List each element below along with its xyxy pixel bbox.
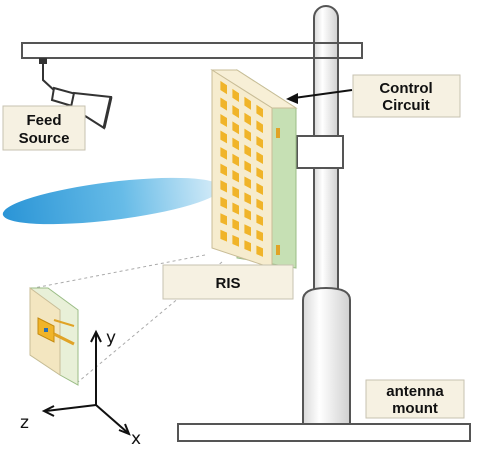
feed-horn-icon xyxy=(50,86,113,130)
ris-label: RIS xyxy=(162,264,294,300)
unit-cell-zoom xyxy=(29,287,79,386)
ris-unit-cell-patch xyxy=(232,186,239,199)
ris-unit-cell-patch xyxy=(220,229,227,242)
ris-unit-cell-patch xyxy=(256,214,263,226)
ris-unit-cell-patch xyxy=(244,144,251,158)
ris-unit-cell-patch xyxy=(232,218,239,231)
ris-unit-cell-patch xyxy=(220,147,227,160)
ris-unit-cell-patch xyxy=(244,192,251,205)
ris-unit-cell-patch xyxy=(220,130,227,144)
ris-unit-cell-patch xyxy=(220,180,227,193)
ris-unit-cell-patch xyxy=(256,120,263,134)
ris-unit-cell-patch xyxy=(256,182,263,195)
ris-unit-cell-patch xyxy=(220,80,227,95)
ris-unit-cell-patch xyxy=(256,104,263,118)
svg-text:Feed: Feed xyxy=(26,112,61,129)
ris-unit-cell-patch xyxy=(232,235,239,247)
axis-z-label: z xyxy=(20,413,29,433)
radiation-beam xyxy=(2,177,222,225)
feed-source-label: Feed Source xyxy=(2,105,86,151)
ris-unit-cell-patch xyxy=(256,136,263,149)
ris-unit-cell-patch xyxy=(232,153,239,167)
axis-x-label: x xyxy=(131,429,141,449)
ris-unit-cell-patch xyxy=(256,198,263,211)
top-arm xyxy=(21,42,363,59)
ris-unit-cell-patch xyxy=(232,121,239,135)
control-circuit-label: Control Circuit xyxy=(352,74,461,118)
svg-text:Source: Source xyxy=(19,130,70,147)
coordinate-axes xyxy=(41,329,131,436)
ris-unit-cell-patch xyxy=(256,151,263,165)
ris-unit-cell-patch xyxy=(220,113,227,128)
ris-unit-cell-patch xyxy=(232,88,239,103)
pole-clamp xyxy=(296,135,344,169)
ris-unit-cell-patch xyxy=(244,176,251,189)
ris-unit-cell-patch xyxy=(244,96,251,110)
ris-unit-cell-patch xyxy=(232,170,239,183)
svg-text:Control: Control xyxy=(379,80,432,97)
ris-unit-cell-patch xyxy=(244,160,251,173)
ris-unit-cell-patch xyxy=(220,163,227,177)
svg-text:antenna: antenna xyxy=(386,383,444,400)
svg-text:RIS: RIS xyxy=(215,275,240,292)
axis-y-label: y xyxy=(106,328,116,348)
ris-unit-cell-patch xyxy=(256,245,263,257)
mount-column xyxy=(302,286,351,425)
ris-unit-cell-patch xyxy=(220,196,227,209)
ris-unit-cell-patch xyxy=(244,112,251,126)
control-circuit-arrow xyxy=(286,89,353,104)
ris-unit-cell-patch xyxy=(244,128,251,142)
ris-unit-cell-patch xyxy=(256,167,263,180)
ris-unit-cell-patch xyxy=(244,208,251,221)
ris-unit-cell-patch xyxy=(220,97,227,111)
ris-panel xyxy=(210,69,298,269)
ris-unit-cell-patch xyxy=(244,240,251,252)
ris-unit-cell-patch xyxy=(256,229,263,242)
feed-bracket xyxy=(42,58,57,93)
svg-text:mount: mount xyxy=(392,400,438,417)
ris-unit-cell-patch xyxy=(232,202,239,215)
svg-text:Circuit: Circuit xyxy=(382,97,430,114)
ris-unit-cell-patch xyxy=(244,224,251,237)
antenna-mount-label: antenna mount xyxy=(365,379,465,419)
base-plate xyxy=(177,423,471,442)
ris-unit-cell-patch xyxy=(232,137,239,151)
ris-unit-cell-patch xyxy=(232,105,239,119)
ris-unit-cell-patch xyxy=(220,213,227,226)
